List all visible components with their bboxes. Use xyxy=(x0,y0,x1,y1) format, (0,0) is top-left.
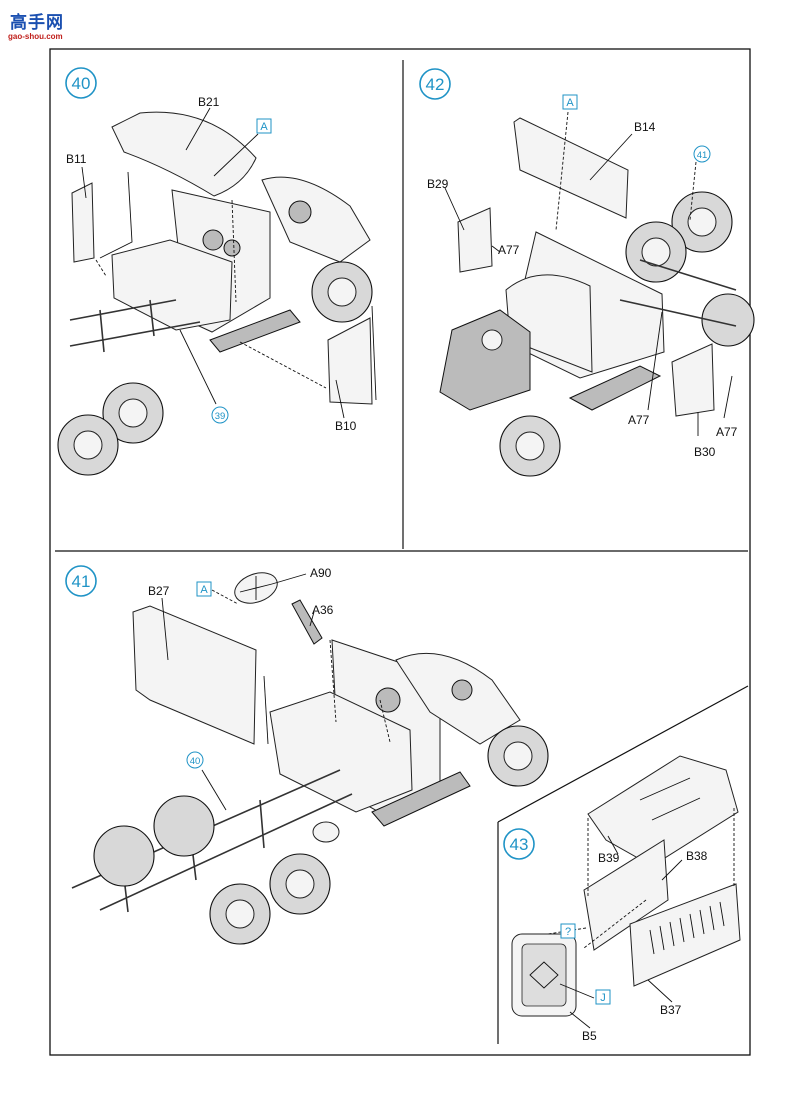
label-b27: B27 xyxy=(148,584,170,598)
label-a77-3: A77 xyxy=(716,425,738,439)
chassis-frame xyxy=(69,299,201,353)
callout-box-a-label: A xyxy=(260,121,268,133)
label-b39: B39 xyxy=(598,851,620,865)
callout-box-j xyxy=(595,989,611,1005)
label-a77-2: A77 xyxy=(628,413,650,427)
part-b14-roof xyxy=(513,117,629,219)
logo-text: 高手网 xyxy=(10,13,64,33)
part-b29-wall xyxy=(457,207,493,273)
step-41-number: 41 xyxy=(72,572,91,591)
step-43-panel: 43 B39 B38 B37 B5 ? J xyxy=(503,755,741,1043)
seat-box xyxy=(269,691,413,813)
part-b21-roof xyxy=(111,111,257,197)
ref-step-41: 41 xyxy=(697,150,708,161)
logo-url: gao-shou.com xyxy=(8,32,63,41)
rear-wheel-1 xyxy=(153,795,215,857)
step-40-panel: 40 B21 xyxy=(57,67,377,476)
step-40-number: 40 xyxy=(72,74,91,93)
part-b38-side-panel xyxy=(583,839,669,951)
chassis-frame xyxy=(619,259,737,327)
label-b5: B5 xyxy=(582,1029,597,1043)
part-b27-panel xyxy=(132,605,257,745)
label-b38: B38 xyxy=(686,849,708,863)
callout-box-a-label: A xyxy=(566,97,574,109)
callout-box-a xyxy=(196,581,212,597)
label-b29: B29 xyxy=(427,177,449,191)
ref-step-40: 40 xyxy=(190,756,201,767)
part-b37-louvre-panel xyxy=(629,883,741,987)
part-b39-hood-top xyxy=(587,755,739,867)
label-b21: B21 xyxy=(198,95,220,109)
rear-wheel-2 xyxy=(93,825,155,887)
ref-step-39: 39 xyxy=(215,411,226,422)
step-40-badge xyxy=(65,67,97,99)
label-a90: A90 xyxy=(310,566,332,580)
ref-step-41-badge xyxy=(693,145,711,163)
step-41-badge xyxy=(65,565,97,597)
callout-box-a-label: A xyxy=(200,584,208,596)
part-a36-column xyxy=(291,599,323,645)
part-b10-door xyxy=(327,317,373,405)
step-43-badge xyxy=(503,828,535,860)
step-42-panel: 42 B14 B29 A77 xyxy=(419,68,755,477)
engine-hood xyxy=(261,176,371,263)
rear-wheel-3 xyxy=(701,293,755,347)
step-42-badge xyxy=(419,68,451,100)
ref-step-40-badge xyxy=(186,751,204,769)
engine-block xyxy=(439,309,531,411)
step-42-number: 42 xyxy=(426,75,445,94)
label-b37: B37 xyxy=(660,1003,682,1017)
part-b11-wall xyxy=(71,182,95,263)
label-b14: B14 xyxy=(634,120,656,134)
divider-diagonal xyxy=(497,685,749,823)
label-a77-1: A77 xyxy=(498,243,520,257)
part-b30-door xyxy=(671,343,715,417)
callout-box-question-label: ? xyxy=(565,926,571,938)
ref-step-39-badge xyxy=(211,406,229,424)
label-b30: B30 xyxy=(694,445,716,459)
callout-box-a xyxy=(562,94,578,110)
callout-box-a xyxy=(256,118,272,134)
callout-box-question xyxy=(560,923,576,939)
sheet-border xyxy=(49,48,751,1056)
step-43-number: 43 xyxy=(510,835,529,854)
label-b11: B11 xyxy=(66,152,87,166)
label-a36: A36 xyxy=(312,603,334,617)
callout-box-j-label: J xyxy=(600,992,606,1004)
label-b10: B10 xyxy=(335,419,357,433)
logo: 高手网 gao-shou.com xyxy=(4,4,76,42)
step-41-panel: 41 xyxy=(65,565,549,945)
seat-box xyxy=(111,239,233,331)
